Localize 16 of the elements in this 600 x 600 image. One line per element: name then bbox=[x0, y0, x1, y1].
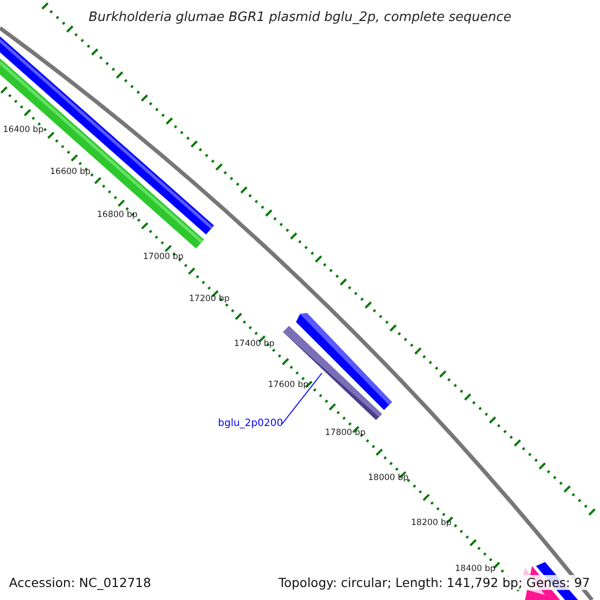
tick-label: 17600 bp bbox=[268, 380, 309, 390]
tick-label: 16400 bp bbox=[3, 125, 44, 135]
tick-label: 16600 bp bbox=[50, 167, 91, 177]
tick-label: 17200 bp bbox=[189, 294, 230, 304]
summary-note: Topology: circular; Length: 141,792 bp; Genes: 97 bbox=[278, 575, 590, 590]
tick-label: 18200 bp bbox=[411, 518, 452, 528]
gene-label: bglu_2p0200 bbox=[218, 418, 283, 429]
tick-label: 17400 bp bbox=[234, 339, 275, 349]
tick-label: 18400 bp bbox=[455, 564, 496, 574]
tick-label: 17000 bp bbox=[143, 252, 184, 262]
diagram-title: Burkholderia glumae BGR1 plasmid bglu_2p, complete sequence bbox=[88, 10, 512, 25]
accession-note: Accession: NC_012718 bbox=[9, 575, 152, 590]
tick-label: 18000 bp bbox=[368, 473, 409, 483]
leader-line bbox=[282, 372, 322, 424]
tick-label: 17800 bp bbox=[325, 428, 366, 438]
tick-label: 16800 bp bbox=[97, 210, 138, 220]
